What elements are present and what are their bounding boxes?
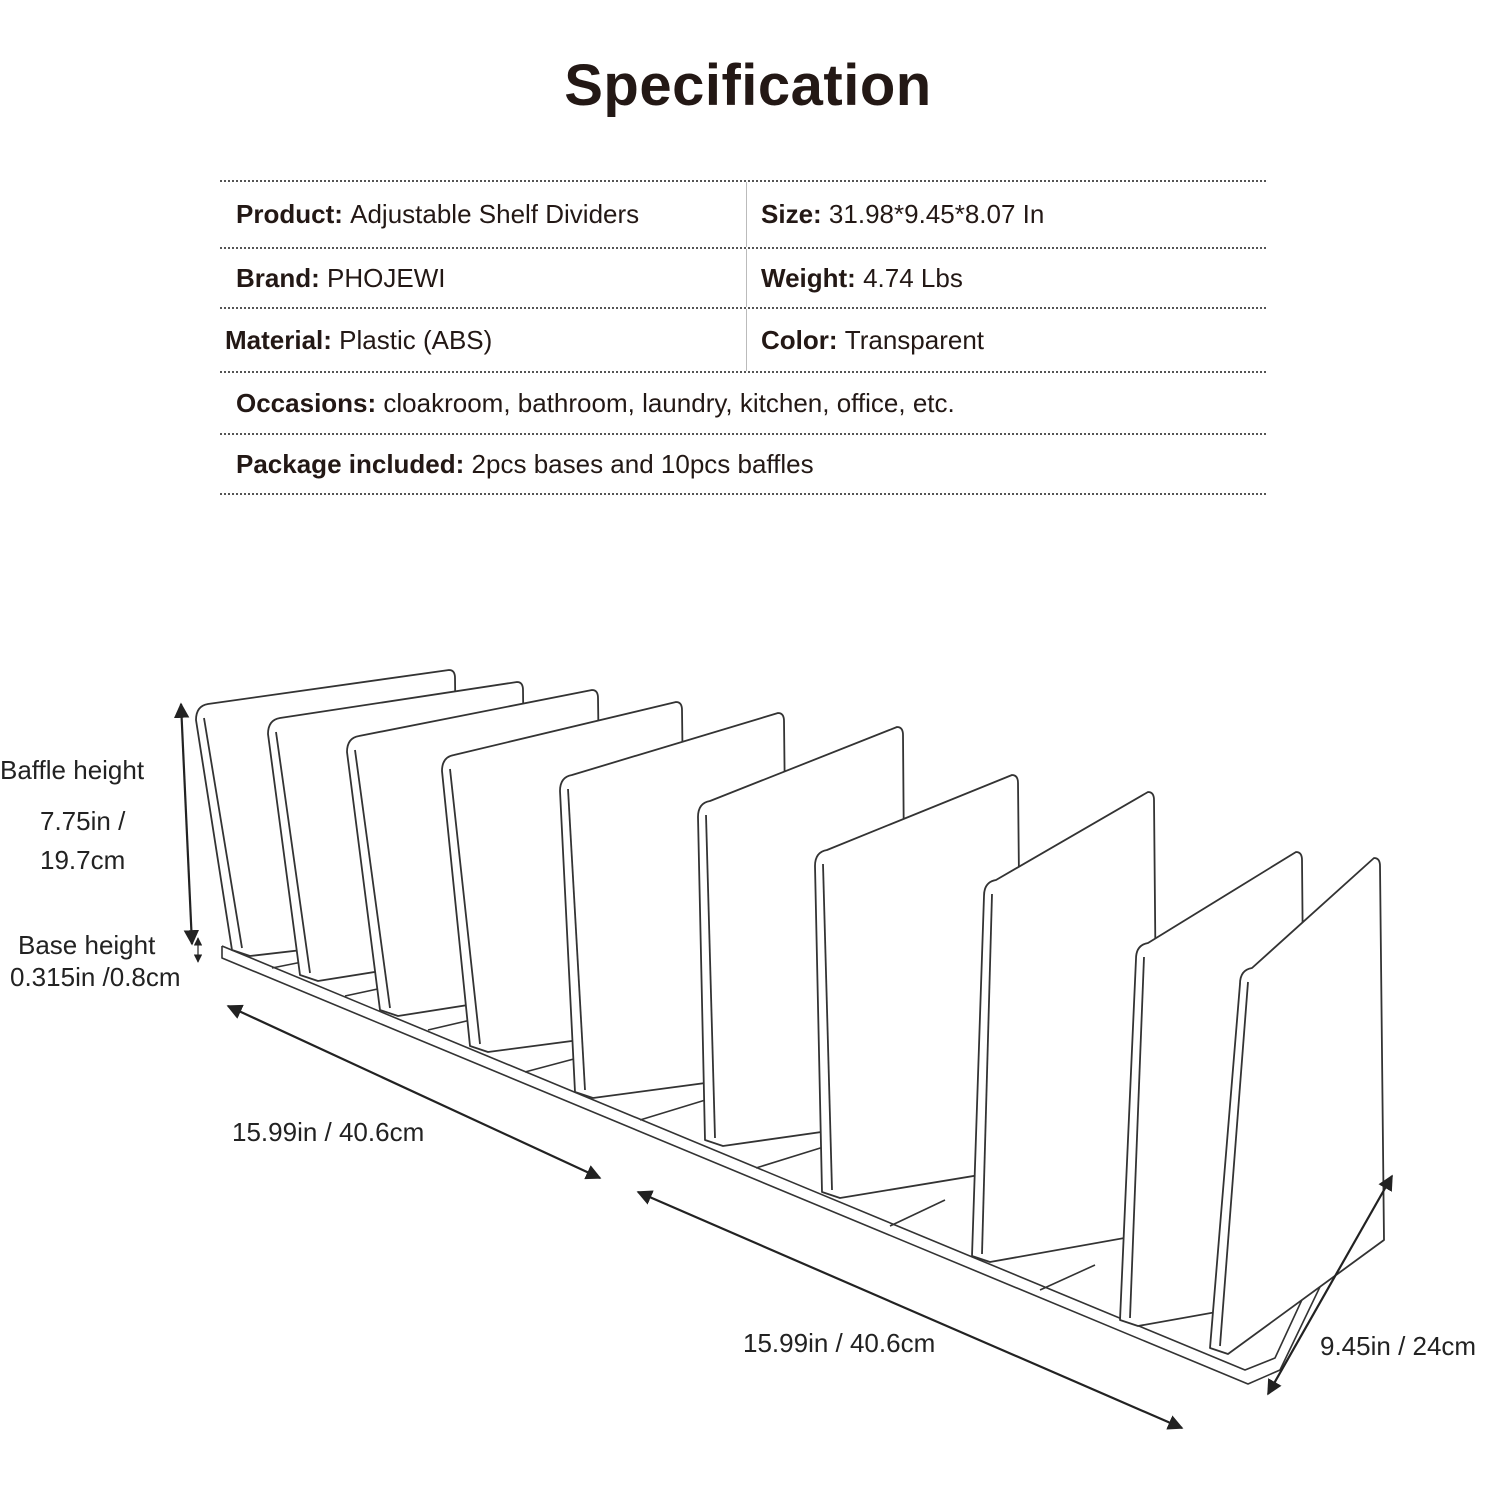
- baffle-height-label: Baffle height: [0, 755, 145, 785]
- weight-label: Weight:: [761, 262, 856, 293]
- spec-cell-product: Product: Adjustable Shelf Dividers: [220, 182, 747, 247]
- size-value: 31.98*9.45*8.07 In: [828, 199, 1045, 229]
- size-label: Size:: [761, 199, 822, 229]
- color-value: Transparent: [844, 324, 984, 355]
- spec-cell-size: Size: 31.98*9.45*8.07 In: [747, 199, 1044, 230]
- baffle-edge: [705, 814, 716, 1139]
- baffle-edge: [203, 717, 243, 949]
- baffle-edge: [822, 863, 833, 1191]
- occasions-value: cloakroom, bathroom, laundry, kitchen, o…: [383, 387, 955, 418]
- length-label-1: 15.99in / 40.6cm: [232, 1117, 425, 1147]
- spec-cell-brand: Brand: PHOJEWI: [220, 249, 747, 307]
- baffle-edge: [1219, 981, 1249, 1347]
- spec-row-occasions: Occasions: cloakroom, bathroom, laundry,…: [220, 371, 1266, 433]
- baffle-edge: [275, 731, 311, 974]
- depth-label: 9.45in / 24cm: [1320, 1331, 1477, 1361]
- base-height-label: Base height: [18, 930, 156, 960]
- page-title: Specification: [564, 53, 932, 118]
- dimension-arrows: [173, 702, 1393, 1430]
- spec-cell-material: Material: Plastic (ABS): [220, 309, 747, 371]
- brand-label: Brand:: [236, 262, 320, 293]
- depth-arrow: [1267, 1174, 1393, 1396]
- baffle-panel: [971, 791, 1159, 1263]
- baffle-height-arrow: [173, 702, 200, 946]
- spec-table: Product: Adjustable Shelf Dividers Size:…: [220, 180, 1266, 495]
- package-label: Package included:: [236, 448, 465, 479]
- base-slot: [889, 1199, 946, 1227]
- product-value: Adjustable Shelf Dividers: [350, 199, 640, 229]
- base-height-value: 0.315in /0.8cm: [10, 962, 181, 992]
- product-label: Product:: [236, 199, 343, 229]
- base-slot: [755, 1144, 831, 1169]
- baffle-height-cm: 19.7cm: [40, 845, 126, 875]
- spec-cell-package: Package included: 2pcs bases and 10pcs b…: [220, 449, 814, 480]
- spec-cell-occasions: Occasions: cloakroom, bathroom, laundry,…: [220, 388, 955, 419]
- baffle-height-in: 7.75in /: [40, 806, 126, 836]
- spec-row-brand-weight: Brand: PHOJEWI Weight: 4.74 Lbs: [220, 247, 1266, 307]
- baffle-edge: [449, 768, 481, 1045]
- spec-cell-color: Color: Transparent: [747, 325, 984, 356]
- spec-row-package: Package included: 2pcs bases and 10pcs b…: [220, 433, 1266, 495]
- material-label: Material:: [225, 324, 332, 355]
- material-value: Plastic (ABS): [339, 324, 493, 355]
- base-slot: [639, 1097, 713, 1121]
- length-arrow-1: [226, 1004, 602, 1180]
- length-arrow-2: [636, 1190, 1184, 1430]
- spec-row-product-size: Product: Adjustable Shelf Dividers Size:…: [220, 180, 1266, 247]
- baffle-panel: [814, 774, 1023, 1199]
- baffle-edge: [354, 749, 391, 1009]
- spec-row-material-color: Material: Plastic (ABS) Color: Transpare…: [220, 307, 1266, 371]
- brand-value: PHOJEWI: [327, 262, 446, 293]
- occasions-label: Occasions:: [236, 387, 377, 418]
- weight-value: 4.74 Lbs: [863, 262, 963, 293]
- package-value: 2pcs bases and 10pcs baffles: [471, 448, 814, 479]
- spec-cell-weight: Weight: 4.74 Lbs: [747, 263, 963, 294]
- color-label: Color:: [761, 324, 838, 355]
- base-slot: [1039, 1264, 1096, 1291]
- length-label-2: 15.99in / 40.6cm: [743, 1328, 936, 1358]
- divider-baffles: [195, 669, 1385, 1355]
